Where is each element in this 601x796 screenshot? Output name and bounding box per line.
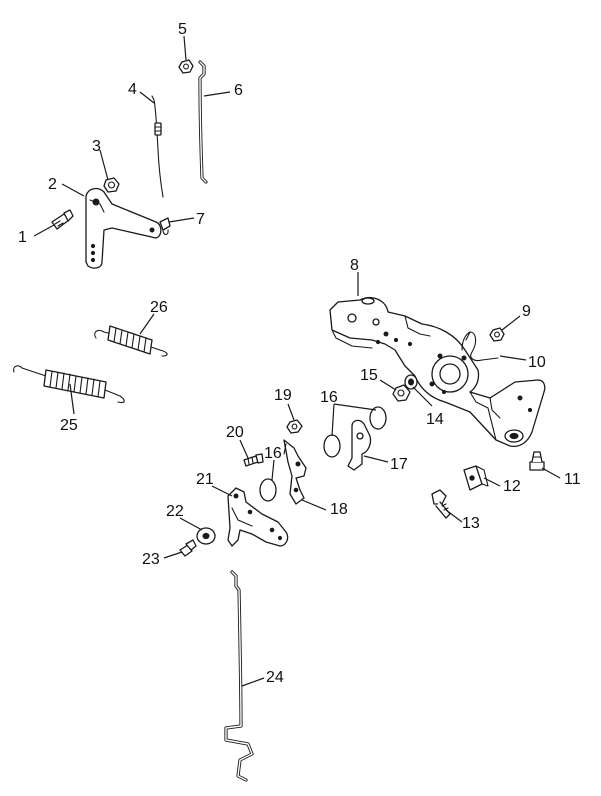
part-25-spring bbox=[13, 365, 125, 404]
part-14-washer bbox=[404, 374, 418, 390]
callout-25: 25 bbox=[60, 417, 78, 434]
callout-5: 5 bbox=[178, 21, 187, 38]
part-23-screw bbox=[179, 539, 197, 557]
callout-26: 26 bbox=[150, 299, 168, 316]
callout-7: 7 bbox=[196, 211, 205, 228]
part-9-nut bbox=[489, 327, 505, 342]
callout-13: 13 bbox=[462, 515, 480, 532]
part-18-choke-lever bbox=[283, 439, 307, 505]
part-12-clip-nut bbox=[463, 465, 489, 491]
part-24-governor-rod bbox=[224, 570, 254, 782]
leader-lines bbox=[33, 35, 561, 687]
callout-16b: 16 bbox=[264, 445, 282, 462]
callout-9: 9 bbox=[522, 303, 531, 320]
part-20-screw bbox=[243, 453, 264, 467]
part-4-wire bbox=[151, 95, 164, 198]
part-22-washer bbox=[196, 527, 216, 545]
callout-19: 19 bbox=[274, 387, 292, 404]
part-26-spring bbox=[94, 325, 168, 357]
callout-1: 1 bbox=[18, 229, 27, 246]
callout-20: 20 bbox=[226, 424, 244, 441]
part-6-rod bbox=[198, 60, 208, 184]
part-13-bolt bbox=[431, 489, 451, 519]
part-17-lever-plate bbox=[347, 419, 372, 471]
callout-8: 8 bbox=[350, 257, 359, 274]
callout-6: 6 bbox=[234, 82, 243, 99]
callout-4: 4 bbox=[128, 81, 137, 98]
callout-10: 10 bbox=[528, 354, 546, 371]
callout-3: 3 bbox=[92, 138, 101, 155]
callout-labels: 1 2 3 4 5 6 7 8 9 10 11 12 13 14 15 16 1… bbox=[18, 21, 581, 686]
part-10-spring bbox=[461, 331, 499, 362]
callout-21: 21 bbox=[196, 471, 214, 488]
callout-2: 2 bbox=[48, 176, 57, 193]
part-7-clip bbox=[159, 217, 171, 236]
part-16-washers bbox=[259, 406, 387, 502]
callout-23: 23 bbox=[142, 551, 160, 568]
part-15-nut bbox=[392, 384, 411, 402]
part-11-screw bbox=[529, 451, 545, 471]
part-21-governor-bracket bbox=[227, 487, 289, 547]
callout-16a: 16 bbox=[320, 389, 338, 406]
callout-17: 17 bbox=[390, 456, 408, 473]
part-2-control-lever bbox=[85, 187, 162, 269]
callout-22: 22 bbox=[166, 503, 184, 520]
part-1-screw bbox=[51, 209, 74, 230]
callout-24: 24 bbox=[266, 669, 284, 686]
part-3-nut bbox=[103, 177, 120, 193]
callout-14: 14 bbox=[426, 411, 444, 428]
callout-18: 18 bbox=[330, 501, 348, 518]
part-8-bracket bbox=[329, 297, 546, 448]
callout-15: 15 bbox=[360, 367, 378, 384]
callout-11: 11 bbox=[564, 471, 581, 488]
callout-12: 12 bbox=[503, 478, 521, 495]
part-5-nut bbox=[178, 59, 194, 74]
part-19-nut bbox=[286, 419, 303, 434]
